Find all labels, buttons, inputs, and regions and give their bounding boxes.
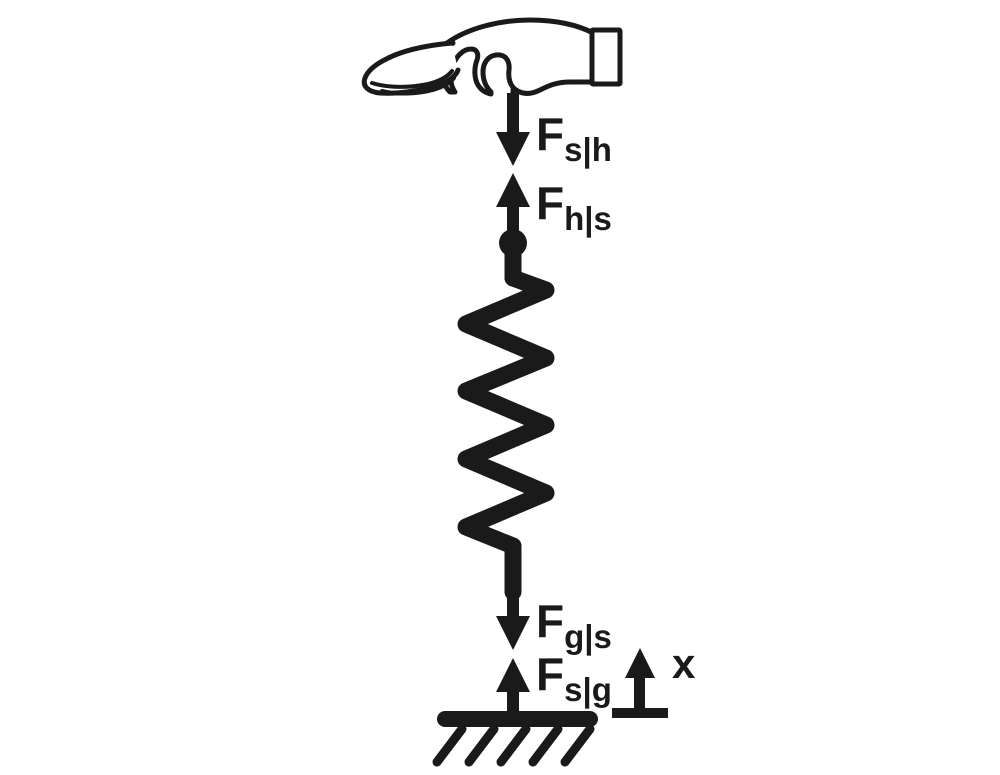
ground-surface [432, 711, 598, 767]
label-force-hand-on-spring-base: F [536, 177, 564, 229]
label-force-hand-on-spring-sub: h|s [564, 200, 612, 237]
axis-shaft [634, 668, 645, 712]
label-force-ground-on-spring-base: F [536, 595, 564, 647]
label-force-spring-on-ground: Fs|g [536, 648, 612, 708]
label-force-spring-on-hand: Fs|h [536, 108, 612, 168]
axis-label-x: x [672, 640, 696, 687]
axis-arrowhead [625, 648, 655, 678]
ground-hatching [432, 724, 595, 767]
arrow-spring-on-hand [496, 93, 530, 166]
axis-indicator-x [612, 648, 668, 718]
coil-spring [457, 229, 555, 601]
label-force-hand-on-spring: Fh|s [536, 177, 612, 237]
label-force-spring-on-hand-base: F [536, 108, 564, 160]
ground-bar [437, 711, 598, 727]
label-force-ground-on-spring-sub: g|s [564, 618, 612, 655]
label-force-ground-on-spring: Fg|s [536, 595, 612, 655]
axis-baseline [612, 708, 668, 718]
label-force-spring-on-ground-base: F [536, 648, 564, 700]
hand-icon [361, 17, 623, 99]
arrow-ground-on-spring [496, 588, 530, 650]
label-force-spring-on-hand-sub: s|h [564, 131, 612, 168]
label-force-spring-on-ground-sub: s|g [564, 671, 612, 708]
arrow-spring-on-ground [496, 658, 530, 718]
